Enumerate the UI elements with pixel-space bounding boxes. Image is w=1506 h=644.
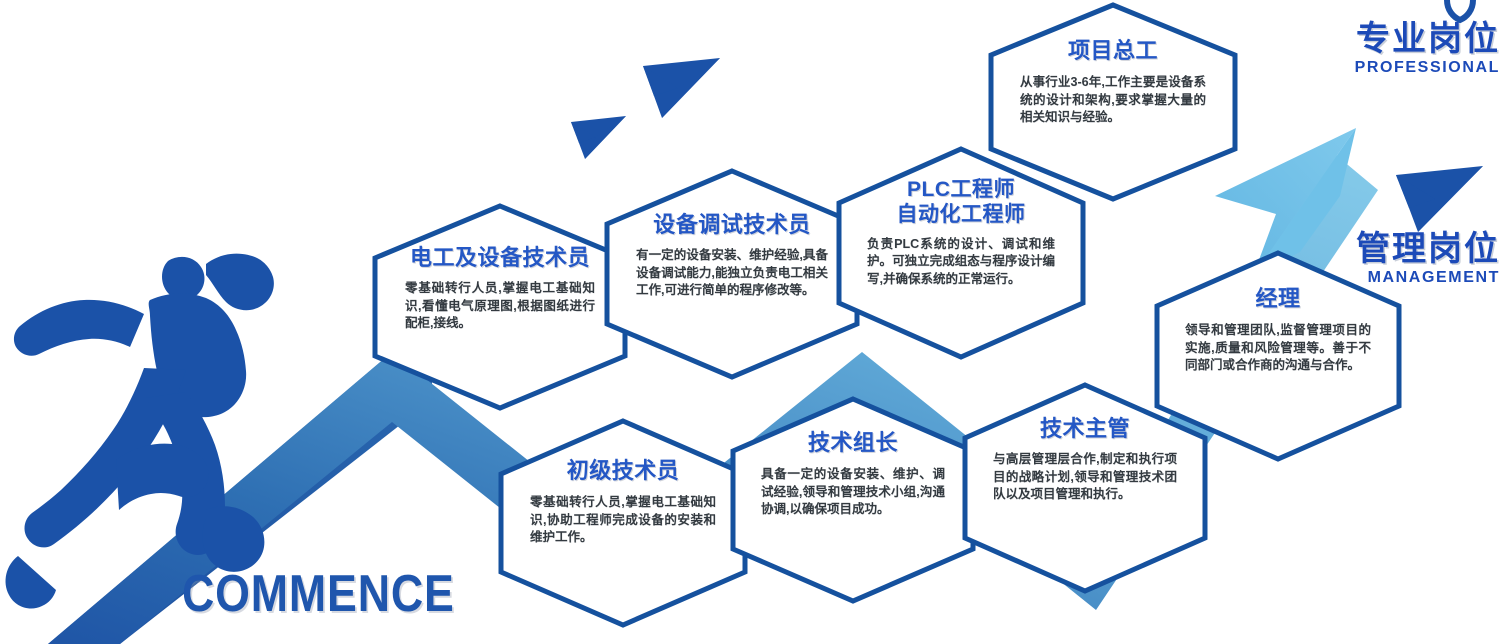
step-description: 负责PLC系统的设计、调试和维护。可独立完成组态与程序设计编写,并确保系统的正常… (867, 236, 1055, 287)
paper-plane-icon (643, 58, 720, 118)
step-description: 从事行业3-6年,工作主要是设备系统的设计和架构,要求掌握大量的相关知识与经验。 (1020, 74, 1206, 125)
shield-icon (1444, 0, 1476, 24)
step-card-chief[interactable]: 项目总工 从事行业3-6年,工作主要是设备系统的设计和架构,要求掌握大量的相关知… (988, 2, 1238, 202)
running-man-silhouette (5, 253, 274, 609)
step-card-electrician[interactable]: 电工及设备技术员 零基础转行人员,掌握电工基础知识,看懂电气原理图,根据图纸进行… (372, 203, 628, 411)
hexagon-outline (1154, 250, 1402, 462)
hexagon-outline (836, 146, 1086, 360)
label-management: 管理岗位 MANAGEMENT (1356, 232, 1500, 286)
step-card-plc[interactable]: PLC工程师 自动化工程师 负责PLC系统的设计、调试和维护。可独立完成组态与程… (836, 146, 1086, 360)
label-management-en: MANAGEMENT (1367, 269, 1500, 286)
hexagon-outline (962, 382, 1208, 594)
step-title: 项目总工 (1067, 38, 1158, 63)
hexagon-outline (988, 2, 1238, 202)
label-professional: 专业岗位 PROFESSIONAL (1355, 22, 1500, 76)
paper-plane-icon (571, 116, 626, 159)
commence-label: COMMENCE (182, 565, 455, 623)
step-title: 设备调试技术员 (653, 212, 811, 237)
step-description: 有一定的设备安装、维护经验,具备设备调试能力,能独立负责电工相关工作,可进行简单… (636, 247, 828, 298)
step-card-junior[interactable]: 初级技术员 零基础转行人员,掌握电工基础知识,协助工程师完成设备的安装和维护工作… (498, 418, 748, 628)
step-description: 具备一定的设备安装、维护、调试经验,领导和管理技术小组,沟通协调,以确保项目成功… (761, 466, 945, 517)
up-right-arrow (1215, 128, 1356, 276)
step-title: 电工及设备技术员 (409, 245, 590, 270)
step-title: PLC工程师 自动化工程师 (896, 178, 1026, 226)
paper-plane-icon (1396, 166, 1483, 232)
step-card-commission[interactable]: 设备调试技术员 有一定的设备安装、维护经验,具备设备调试能力,能独立负责电工相关… (604, 168, 860, 380)
label-professional-cn: 专业岗位 (1356, 20, 1500, 58)
step-card-manager[interactable]: 经理 领导和管理团队,监督管理项目的实施,质量和风险管理等。善于不同部门或合作商… (1154, 250, 1402, 462)
step-card-leader[interactable]: 技术组长 具备一定的设备安装、维护、调试经验,领导和管理技术小组,沟通协调,以确… (730, 396, 976, 604)
step-description: 领导和管理团队,监督管理项目的实施,质量和风险管理等。善于不同部门或合作商的沟通… (1185, 322, 1371, 373)
label-professional-en: PROFESSIONAL (1354, 59, 1500, 76)
step-description: 零基础转行人员,掌握电工基础知识,协助工程师完成设备的安装和维护工作。 (530, 494, 716, 545)
step-title: 技术组长 (807, 430, 898, 455)
step-description: 零基础转行人员,掌握电工基础知识,看懂电气原理图,根据图纸进行配柜,接线。 (405, 280, 595, 331)
step-card-supervisor[interactable]: 技术主管 与高层管理层合作,制定和执行项目的战略计划,领导和管理技术团队以及项目… (962, 382, 1208, 594)
step-title: 经理 (1255, 286, 1301, 311)
step-title: 初级技术员 (566, 458, 680, 483)
step-title: 技术主管 (1039, 416, 1130, 441)
step-description: 与高层管理层合作,制定和执行项目的战略计划,领导和管理技术团队以及项目管理和执行… (993, 451, 1177, 502)
label-management-cn: 管理岗位 (1356, 230, 1500, 268)
